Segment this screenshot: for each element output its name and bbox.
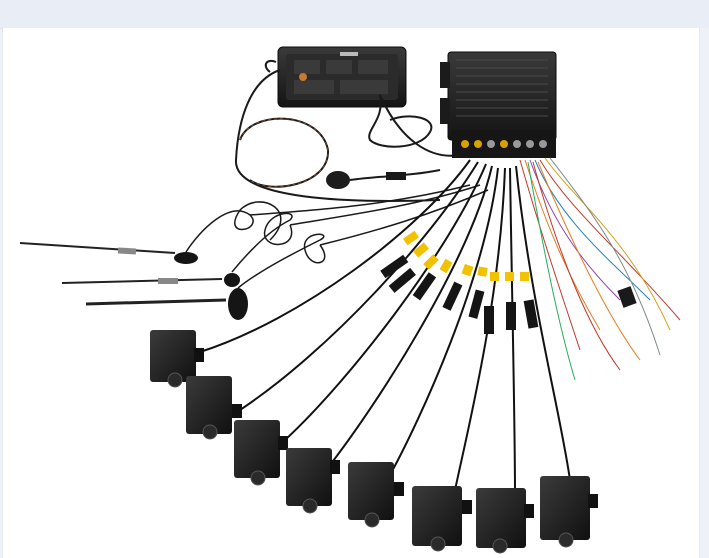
antenna-2 [61,273,240,287]
antenna-1 [19,242,198,264]
gps-antenna [326,169,441,189]
camera-6 [412,486,472,552]
camera-cables [199,159,571,496]
monitor-unit [277,46,407,108]
camera-8 [540,476,598,548]
yellow-connectors [402,230,529,281]
dvr-recorder-box [440,51,557,158]
connector-sleeves [380,254,539,334]
harness-plug [617,286,637,308]
antenna-cables [185,184,489,289]
wire-harness [519,157,681,381]
camera-3 [234,420,288,486]
camera-5 [348,462,404,528]
camera-2 [186,376,242,440]
camera-7 [476,488,534,554]
camera-4 [286,448,340,514]
camera-1 [150,330,204,388]
right-rail [699,28,709,558]
antenna-3 [85,288,248,320]
